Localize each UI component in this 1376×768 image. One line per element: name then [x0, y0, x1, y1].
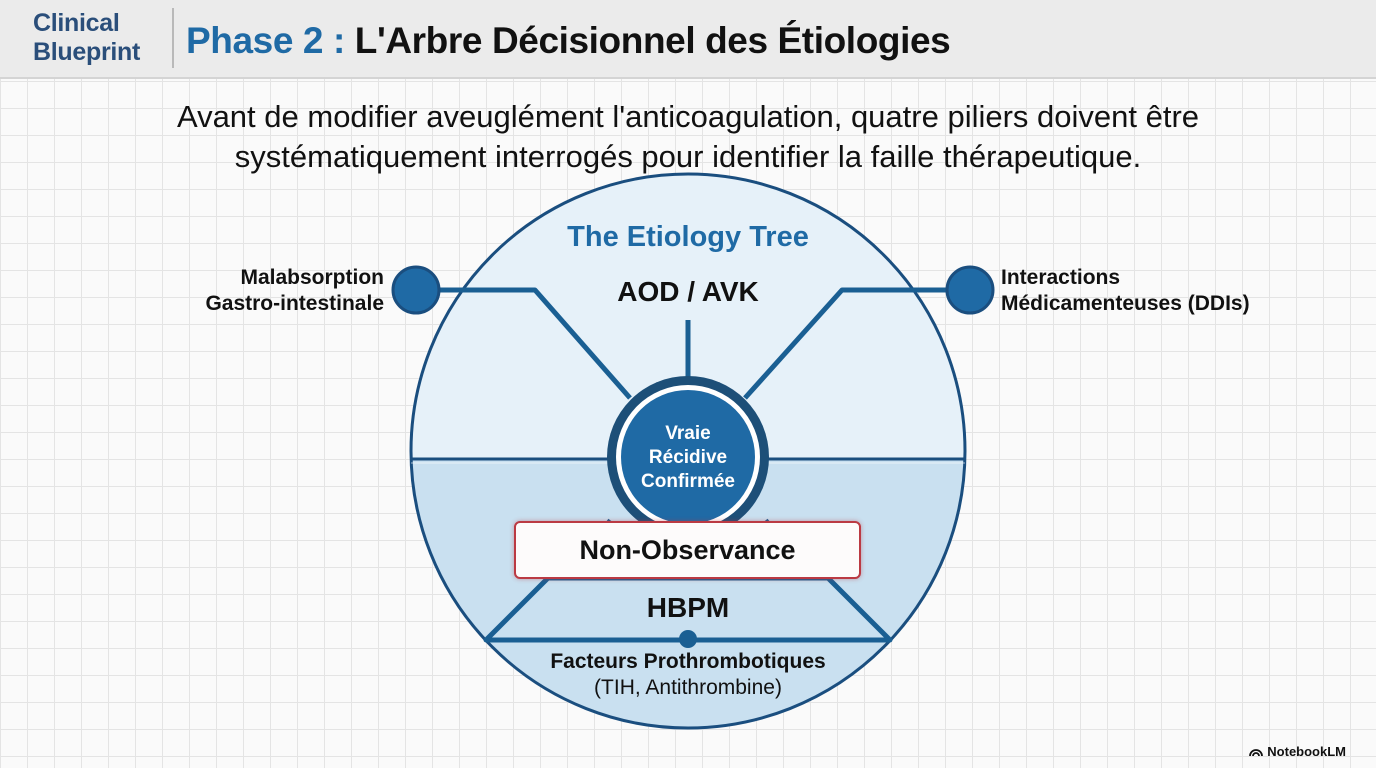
title-phase: Phase 2 : [186, 20, 345, 61]
core-line-3: Confirmée [641, 471, 735, 492]
header-divider [172, 8, 174, 68]
bottom-node-dot [679, 630, 697, 648]
hbpm-label: HBPM [646, 592, 730, 623]
right-pillar-label: Interactions Médicamenteuses (DDIs) [1001, 265, 1250, 317]
left-pillar-line-2: Gastro-intestinale [205, 292, 384, 315]
notebooklm-icon [1249, 748, 1264, 756]
bottom-pillar-line-2: (TIH, Antithrombine) [594, 676, 782, 699]
bottom-pillar-line-1: Facteurs Prothrombotiques [550, 650, 826, 673]
core-node-label: Vraie Récidive Confirmée [608, 422, 768, 494]
subtitle-line-1: Avant de modifier aveuglément l'anticoag… [176, 99, 1200, 134]
core-line-1: Vraie [665, 423, 711, 444]
bottom-pillar-label: Facteurs Prothrombotiques (TIH, Antithro… [488, 649, 888, 701]
notebooklm-badge: NotebookLM [1249, 744, 1346, 759]
tree-title: The Etiology Tree [567, 221, 809, 253]
left-pillar-node [391, 265, 441, 315]
header-bar: Clinical Blueprint Phase 2 : L'Arbre Déc… [0, 0, 1376, 79]
left-branch-line [438, 287, 632, 400]
left-pillar-line-1: Malabsorption [240, 266, 384, 289]
non-observance-box: Non-Observance [514, 521, 861, 579]
right-branch-line [743, 287, 946, 400]
title-main: L'Arbre Décisionnel des Étiologies [354, 20, 951, 61]
brand-line-1: Clinical [33, 9, 120, 37]
notebooklm-label: NotebookLM [1267, 744, 1346, 759]
page-title: Phase 2 : L'Arbre Décisionnel des Étiolo… [186, 19, 951, 63]
page-subtitle: Avant de modifier aveuglément l'anticoag… [0, 97, 1376, 177]
core-node [621, 390, 755, 524]
non-observance-label: Non-Observance [579, 534, 796, 565]
brand-line-2: Blueprint [33, 38, 141, 66]
brand-logo: Clinical Blueprint [33, 9, 140, 67]
right-pillar-line-1: Interactions [1001, 266, 1121, 289]
top-node-label: AOD / AVK [617, 276, 759, 307]
right-pillar-line-2: Médicamenteuses (DDIs) [1001, 292, 1250, 315]
tree-circle-outline [409, 172, 967, 730]
right-pillar-node [945, 265, 995, 315]
core-line-2: Récidive [648, 447, 728, 468]
left-pillar-label: Malabsorption Gastro-intestinale [205, 265, 384, 317]
subtitle-line-2: systématiquement interrogés pour identif… [234, 139, 1142, 174]
